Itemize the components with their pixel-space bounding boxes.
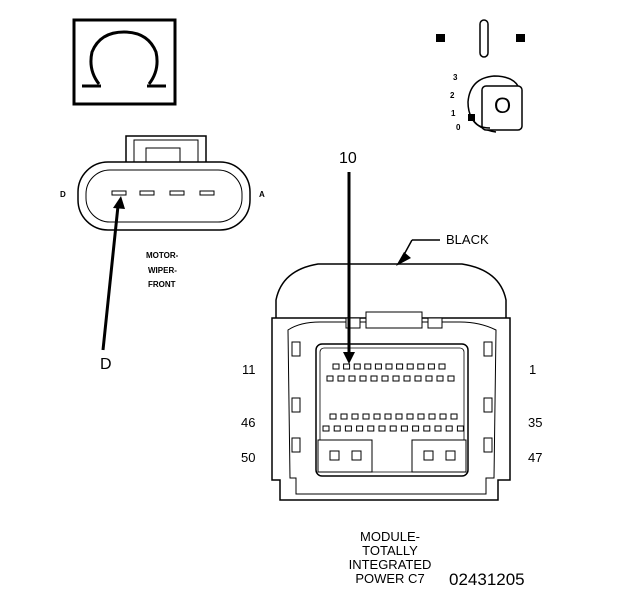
black-color-leader	[396, 239, 440, 266]
tipm-cavity	[359, 375, 367, 382]
ohm-icon	[72, 18, 177, 106]
wiper-pin-d-callout-arrow	[101, 196, 125, 351]
tipm-pin-label-1: 1	[529, 362, 537, 377]
wiper-motor-connector	[77, 135, 251, 231]
tipm-cavity	[412, 425, 420, 432]
tipm-pin-label-35: 35	[528, 415, 543, 430]
ignition-position-2: 2	[450, 91, 455, 100]
tipm-cavity	[396, 363, 404, 370]
tipm-name-line-1: MODULE-	[360, 529, 420, 544]
tipm-cavity	[439, 413, 447, 420]
tipm-cavity	[367, 425, 375, 432]
ignition-key-icon	[436, 19, 525, 133]
tipm-cavity	[332, 363, 340, 370]
tipm-cavity	[425, 375, 433, 382]
tipm-cavity	[343, 363, 351, 370]
tipm-cavity	[351, 413, 359, 420]
tipm-connector-name: MODULE- TOTALLY INTEGRATED POWER C7	[330, 530, 450, 586]
tipm-pin-label-11: 11	[242, 362, 256, 377]
tipm-cavity	[392, 375, 400, 382]
tipm-cavity	[406, 363, 414, 370]
tipm-color-label: BLACK	[446, 232, 489, 247]
tipm-cavity	[400, 425, 408, 432]
tipm-cavity	[373, 413, 381, 420]
tipm-cavity	[381, 375, 389, 382]
tipm-cavity	[417, 413, 425, 420]
tipm-cavity	[337, 375, 345, 382]
tipm-cavity	[370, 375, 378, 382]
tipm-cavity	[417, 363, 425, 370]
tipm-cavity	[340, 413, 348, 420]
tipm-cavity	[362, 413, 370, 420]
tipm-pin-10-callout-arrow	[343, 172, 355, 364]
wiper-pin-d-label: D	[60, 190, 66, 199]
tipm-cavity	[364, 363, 372, 370]
tipm-cavity	[434, 425, 442, 432]
tipm-cavity	[384, 413, 392, 420]
tipm-cavity	[403, 375, 411, 382]
tipm-cavity	[385, 363, 393, 370]
wiper-pin-a-label: A	[259, 190, 265, 199]
tipm-cavity	[348, 375, 356, 382]
ignition-position-1: 1	[451, 109, 456, 118]
tipm-cavity	[389, 425, 397, 432]
tipm-cavity	[353, 363, 361, 370]
tipm-cavity	[450, 413, 458, 420]
tipm-cavity	[374, 363, 382, 370]
figure-id: 02431205	[449, 570, 525, 589]
wiper-callout-d: D	[100, 356, 112, 373]
tipm-cavity	[406, 413, 414, 420]
tipm-cavity	[356, 425, 364, 432]
ignition-position-0: 0	[456, 123, 461, 132]
tipm-cavity	[427, 363, 435, 370]
tipm-cavity	[438, 363, 446, 370]
tipm-cavity	[378, 425, 386, 432]
tipm-pin-label-50: 50	[241, 450, 256, 465]
tipm-name-line-2: TOTALLY	[362, 543, 418, 558]
tipm-cavity	[447, 375, 455, 382]
tipm-connector	[271, 263, 511, 501]
ignition-key-letter: O	[494, 93, 512, 118]
tipm-cavity	[344, 425, 352, 432]
tipm-cavity	[326, 375, 334, 382]
tipm-cavity	[333, 425, 341, 432]
wiper-connector-name-2: WIPER-	[148, 266, 177, 275]
tipm-name-line-3: INTEGRATED	[348, 557, 432, 572]
tipm-cavity	[322, 425, 330, 432]
tipm-callout-10: 10	[339, 150, 357, 167]
tipm-cavity	[329, 413, 337, 420]
tipm-pin-label-46: 46	[241, 415, 256, 430]
tipm-cavity	[436, 375, 444, 382]
tipm-cavity	[395, 413, 403, 420]
tipm-cavity	[423, 425, 431, 432]
tipm-cavity	[414, 375, 422, 382]
tipm-cavity-grid	[322, 363, 464, 432]
ignition-position-3: 3	[453, 73, 458, 82]
tipm-cavity	[456, 425, 464, 432]
tipm-pin-label-47: 47	[528, 450, 543, 465]
wiper-connector-name-1: MOTOR-	[146, 251, 179, 260]
tipm-name-line-4: POWER C7	[355, 571, 425, 586]
wiper-connector-name-3: FRONT	[148, 280, 176, 289]
tipm-cavity	[445, 425, 453, 432]
tipm-cavity	[428, 413, 436, 420]
